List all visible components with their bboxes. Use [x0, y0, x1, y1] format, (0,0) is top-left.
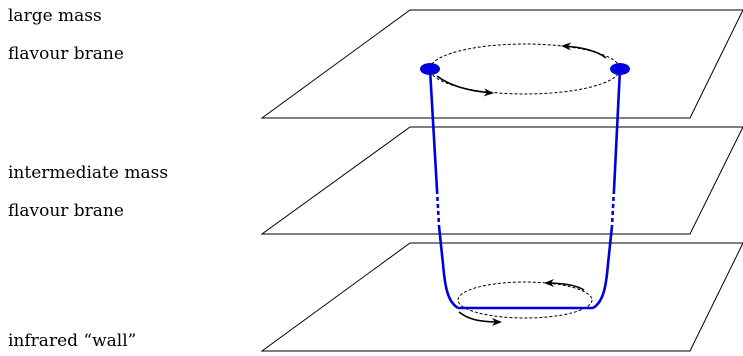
bottom-dashed-ellipse	[457, 281, 593, 319]
top-arrow-back	[561, 42, 607, 59]
left-string-upper	[428, 68, 439, 191]
infrared-wall-label: infrared “wall”	[8, 331, 137, 351]
right-string-endpoint	[610, 63, 630, 75]
intermediate-mass-brane-plane	[260, 126, 743, 235]
right-string-upper	[612, 68, 622, 191]
intermediate-mass-label: intermediate mass	[8, 163, 169, 183]
large-mass-label: large mass	[8, 6, 102, 26]
bottom-arrow-back	[544, 279, 585, 291]
right-string-lower	[592, 225, 614, 310]
flavour-brane-label-middle: flavour brane	[8, 201, 124, 221]
left-string-dotted	[435, 189, 441, 227]
flavour-brane-label-top: flavour brane	[8, 44, 124, 64]
left-string-lower	[437, 225, 459, 310]
infrared-wall-plane	[260, 242, 743, 352]
right-string-dotted	[610, 189, 616, 227]
large-mass-brane-plane	[260, 9, 743, 119]
bottom-arrow-front	[458, 311, 502, 326]
top-arrow-front	[436, 75, 494, 97]
left-string-endpoint	[420, 63, 440, 75]
